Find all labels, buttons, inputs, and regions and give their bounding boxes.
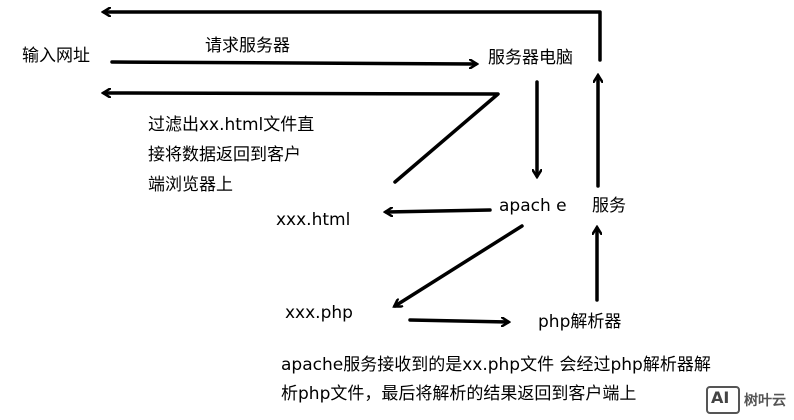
note-line: 端浏览器上 <box>148 175 233 195</box>
node-server-pc: 服务器电脑 <box>488 48 573 68</box>
apache-to-php-arrow <box>395 224 524 306</box>
node-service: 服务 <box>592 196 626 216</box>
php-to-parser-arrow <box>408 320 508 322</box>
watermark-text: 树叶云 <box>744 393 786 409</box>
watermark-logo-icon: AI <box>706 386 740 414</box>
watermark: AI 树叶云 <box>702 384 790 416</box>
node-apache: apach e <box>499 196 567 216</box>
node-php-parser: php解析器 <box>538 312 622 332</box>
html-return-arrow <box>104 93 500 184</box>
node-xxx-html: xxx.html <box>276 210 351 230</box>
request-arrow <box>110 62 476 64</box>
top-return-arrow <box>104 12 602 62</box>
label-request-server: 请求服务器 <box>205 36 290 56</box>
apache-to-html-arrow <box>386 210 492 212</box>
note-line: 接将数据返回到客户 <box>148 145 301 165</box>
description-line: 析php文件，最后将解析的结果返回到客户端上 <box>281 384 637 404</box>
php-process-description: apache服务接收到的是xx.php文件 会经过php解析器解 析php文件，… <box>281 351 711 409</box>
note-line: 过滤出xx.html文件直 <box>148 115 315 135</box>
node-xxx-php: xxx.php <box>285 303 353 323</box>
description-line: apache服务接收到的是xx.php文件 会经过php解析器解 <box>281 355 711 375</box>
node-input-url: 输入网址 <box>22 46 90 66</box>
html-filter-note: 过滤出xx.html文件直 接将数据返回到客户 端浏览器上 <box>148 110 314 200</box>
